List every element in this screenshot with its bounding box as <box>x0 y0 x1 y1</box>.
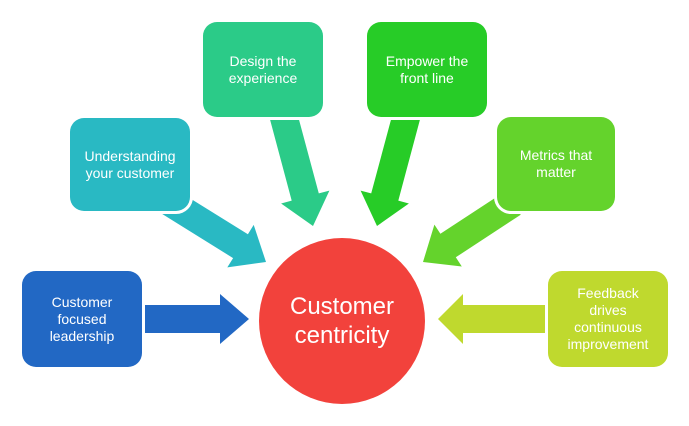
node-label: Empower the front line <box>385 52 469 86</box>
node-design-the-experience: Design the experience <box>203 22 323 117</box>
node-customer-focused-leadership: Customer focused leadership <box>22 271 142 367</box>
node-understanding-your-customer: Understanding your customer <box>70 118 190 211</box>
arrow-metrics-that-matter <box>423 191 521 267</box>
node-metrics-that-matter: Metrics that matter <box>497 117 615 211</box>
arrow-design-the-experience <box>269 110 330 226</box>
node-label: Feedback drives continuous improvement <box>567 285 649 352</box>
node-label: Customer focused leadership <box>49 293 115 344</box>
node-feedback-drives-continuous-improvement: Feedback drives continuous improvement <box>548 271 668 367</box>
arrow-feedback-drives-continuous-improvement <box>438 294 550 344</box>
node-empower-the-front-line: Empower the front line <box>367 22 487 117</box>
center-circle-customer-centricity: Customer centricity <box>259 238 425 404</box>
arrow-customer-focused-leadership <box>138 294 249 344</box>
node-label: Understanding your customer <box>84 147 176 181</box>
arrow-empower-the-front-line <box>360 110 421 226</box>
center-label: Customer centricity <box>289 293 395 349</box>
node-label: Metrics that matter <box>519 147 593 180</box>
node-label: Design the experience <box>228 52 298 86</box>
